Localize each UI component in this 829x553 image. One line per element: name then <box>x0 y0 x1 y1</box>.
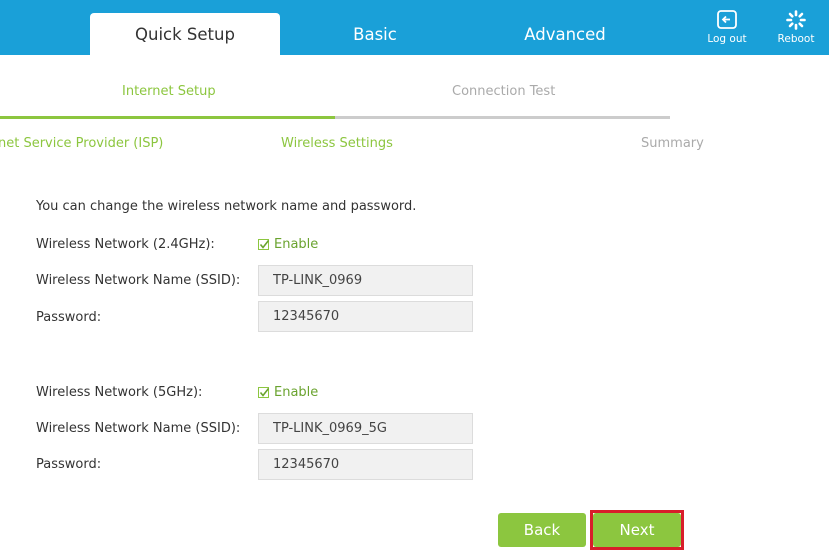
wireless-24-password-input[interactable] <box>258 301 473 332</box>
tab-quick-setup[interactable]: Quick Setup <box>90 13 280 55</box>
wireless-24-enable-label: Enable <box>274 237 319 252</box>
tab-advanced[interactable]: Advanced <box>524 25 606 44</box>
wireless-24-ssid-input[interactable] <box>258 265 473 296</box>
logout-button[interactable]: Log out <box>697 9 757 45</box>
progress-track <box>0 116 670 119</box>
top-navigation-bar: Quick Setup Basic Advanced Log out Reboo… <box>0 0 829 55</box>
next-button-highlight <box>590 510 684 550</box>
wireless-5-password-input[interactable] <box>258 449 473 480</box>
reboot-button[interactable]: Reboot <box>766 9 826 45</box>
wireless-24-enable-checkbox[interactable]: Enable <box>258 237 318 252</box>
checkbox-checked-icon <box>258 239 270 250</box>
intro-text: You can change the wireless network name… <box>36 199 417 214</box>
back-button[interactable]: Back <box>498 513 586 547</box>
step-internet-setup: Internet Setup <box>122 84 216 99</box>
reboot-icon <box>786 10 806 30</box>
wireless-5-ssid-label: Wireless Network Name (SSID): <box>36 421 241 436</box>
logout-label: Log out <box>707 33 747 45</box>
wireless-5-password-label: Password: <box>36 457 102 472</box>
wireless-5-label: Wireless Network (5GHz): <box>36 385 203 400</box>
wireless-24-ssid-label: Wireless Network Name (SSID): <box>36 273 241 288</box>
tab-basic[interactable]: Basic <box>353 25 397 44</box>
wireless-24-label: Wireless Network (2.4GHz): <box>36 237 215 252</box>
substep-isp: net Service Provider (ISP) <box>0 136 164 151</box>
substep-wireless-settings: Wireless Settings <box>281 136 393 151</box>
wireless-5-ssid-input[interactable] <box>258 413 473 444</box>
wireless-5-enable-checkbox[interactable]: Enable <box>258 385 318 400</box>
logout-icon <box>717 10 737 29</box>
checkbox-checked-icon <box>258 387 270 398</box>
step-connection-test: Connection Test <box>452 84 556 99</box>
progress-fill <box>0 116 335 119</box>
reboot-label: Reboot <box>777 33 815 45</box>
substep-summary: Summary <box>641 136 704 151</box>
next-button[interactable]: Next <box>593 513 681 547</box>
wireless-5-enable-label: Enable <box>274 385 319 400</box>
wireless-24-password-label: Password: <box>36 310 102 325</box>
